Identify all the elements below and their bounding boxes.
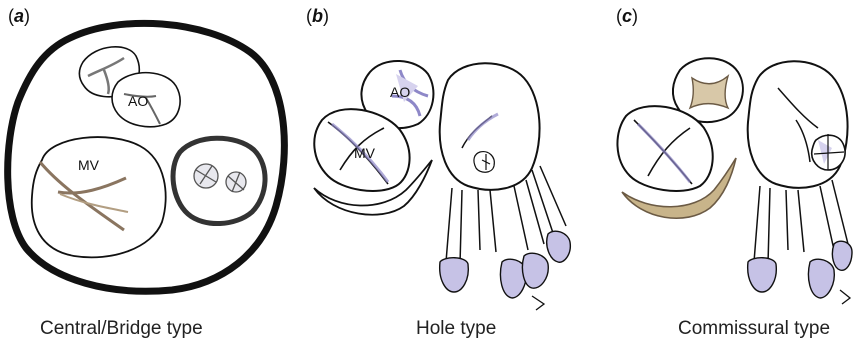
panel-a-caption: Central/Bridge type [40,318,203,340]
panel-b-diagram: AO MV [292,0,582,352]
panel-c-caption: Commissural type [678,318,830,340]
tricuspid-valve [173,138,265,223]
commissural-lesion [812,134,845,170]
panel-b-caption: Hole type [416,318,496,340]
panel-c-diagram [582,0,855,352]
mv-label: MV [78,157,100,173]
ao-label: AO [128,93,148,109]
panel-c: (c) Commissural type [582,0,855,352]
panel-b: (b) AO MV [292,0,582,352]
mv-label: MV [354,145,376,161]
papillary-muscles [748,241,852,298]
panel-a: (a) AO MV Central/Bridge type [0,0,292,352]
papillary-muscles [440,231,571,298]
mitral-valve [32,137,166,257]
ao-label: AO [390,84,410,100]
panel-a-diagram: AO MV [0,0,292,352]
